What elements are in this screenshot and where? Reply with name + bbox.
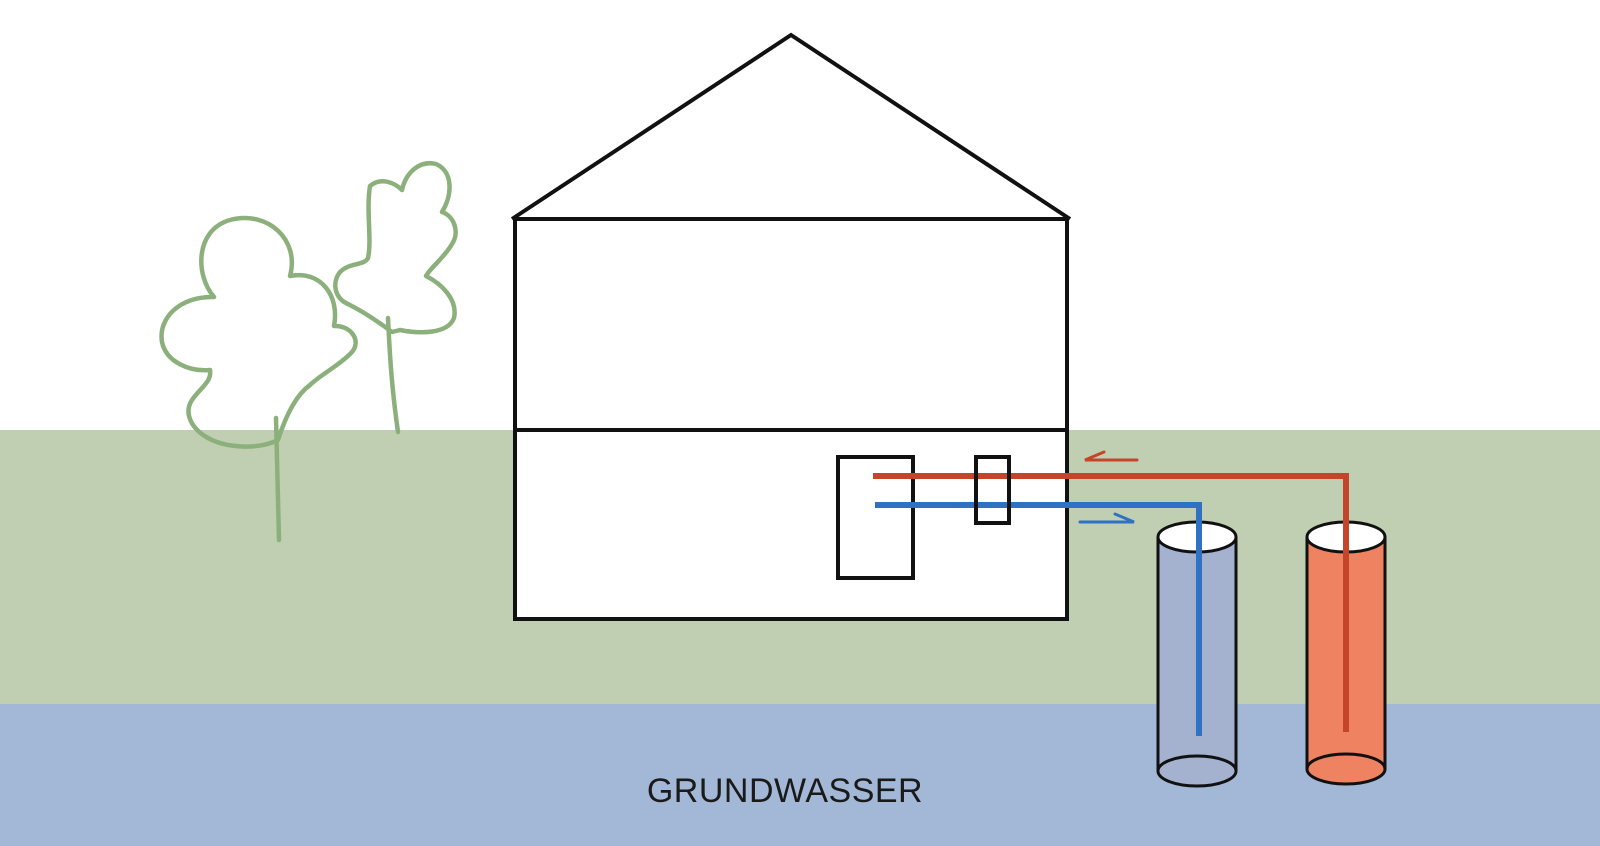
left-tree-crown [159, 215, 358, 449]
tree-icon [159, 160, 458, 543]
house-roof [510, 32, 1072, 221]
well-icon [1305, 476, 1387, 786]
right-tree-trunk [385, 315, 401, 435]
warm-well [1305, 476, 1387, 786]
well-icon [1156, 505, 1238, 788]
wall-feedthrough [974, 455, 1011, 525]
cold-well [1156, 505, 1238, 788]
right-tree-crown [333, 160, 458, 335]
arrow-right-icon [1078, 512, 1135, 524]
groundwater-label: GRUNDWASSER [646, 772, 924, 810]
house-walls [513, 217, 1069, 621]
arrow-left-icon [1084, 450, 1139, 462]
left-tree-trunk [273, 415, 282, 543]
house-icon [510, 32, 1072, 621]
